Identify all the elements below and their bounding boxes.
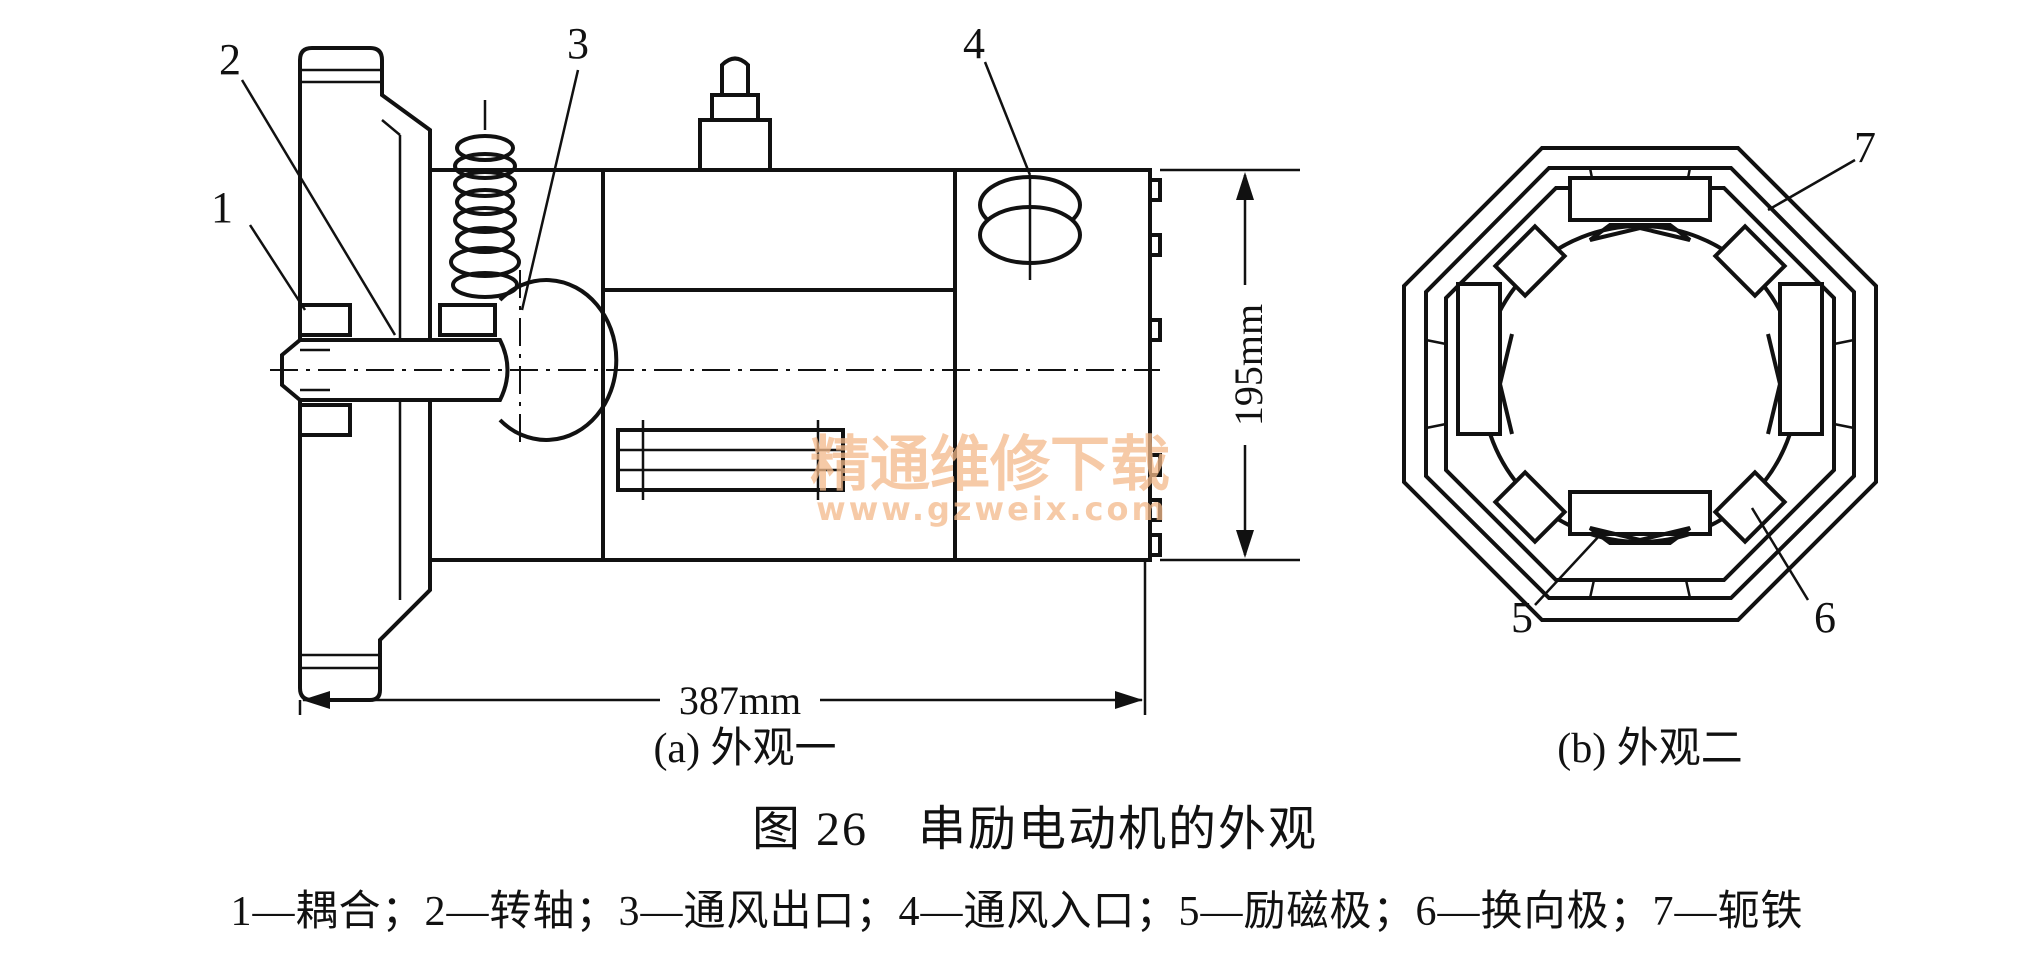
subcaption-b: (b) 外观二: [1557, 726, 1742, 772]
watermark-text: 精通维修下载: [810, 430, 1170, 500]
label-7: 7: [1854, 123, 1876, 172]
motor-side-view: [270, 46, 1162, 702]
label-6: 6: [1814, 593, 1836, 642]
label-1: 1: [211, 183, 233, 232]
insulator-stack: [449, 100, 521, 299]
label-4: 4: [963, 19, 985, 68]
length-dimension-label: 387mm: [679, 678, 801, 723]
subcaption-a: (a) 外观一: [653, 726, 836, 772]
height-dimension: [1160, 168, 1300, 562]
watermark-url: www.gzweix.com: [816, 490, 1168, 528]
label-2: 2: [219, 35, 241, 84]
figure-caption: 图 26 串励电动机的外观: [752, 803, 1318, 856]
leaders-a: [240, 61, 1032, 336]
length-dimension: [298, 560, 1147, 715]
height-dimension-label: 195mm: [1226, 304, 1271, 426]
label-3: 3: [567, 19, 589, 68]
leaders-b: [1534, 158, 1856, 606]
motor-end-view: [1402, 146, 1878, 622]
figure-legend: 1—耦合；2—转轴；3—通风出口；4—通风入口；5—励磁极；6—换向极；7—轭铁: [230, 889, 1803, 935]
label-5: 5: [1511, 593, 1533, 642]
